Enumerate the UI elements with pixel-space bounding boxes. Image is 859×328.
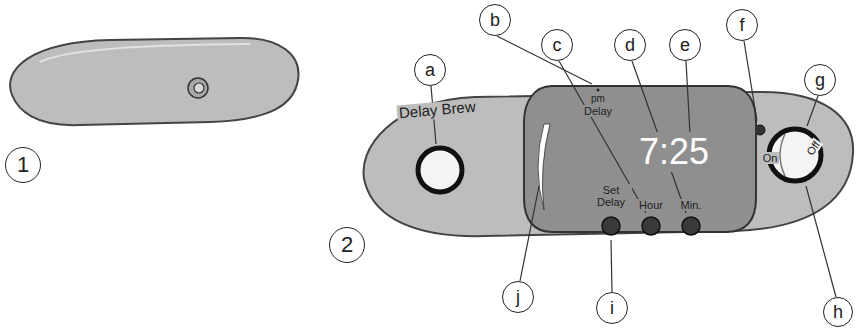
leader-line — [744, 41, 757, 121]
callout-letter: h — [833, 303, 843, 321]
display-text: pm — [589, 93, 607, 104]
switch-label: On — [761, 152, 780, 164]
callout-circle: h — [823, 297, 853, 327]
callout-letter: b — [490, 11, 500, 29]
figure-number: 2 — [341, 234, 353, 256]
callout-letter: g — [815, 71, 825, 89]
callout-letter: f — [739, 16, 744, 34]
delay-brew-button — [418, 148, 462, 192]
callout-letter: i — [610, 299, 614, 317]
callout-circle: e — [669, 29, 701, 61]
display-text: Delay — [582, 105, 614, 117]
leader-line — [807, 96, 818, 126]
callout-circle: c — [541, 29, 573, 61]
leader-line — [632, 61, 686, 213]
leader-line — [431, 86, 436, 144]
display-button — [602, 217, 620, 235]
callout-letter: d — [625, 36, 635, 54]
callout-letter: a — [425, 61, 435, 79]
button-label: Hour — [637, 199, 665, 211]
display-button — [642, 217, 660, 235]
display-outline — [524, 86, 756, 232]
display-panel: pmDelay 7:25Set DelayHour Min. — [522, 82, 758, 238]
leader-line — [559, 61, 646, 213]
callout-circle: 1 — [5, 147, 41, 183]
callout-circle: d — [614, 29, 646, 61]
figure-number: 1 — [17, 154, 29, 176]
callout-circle: f — [726, 9, 758, 41]
leader-line — [611, 240, 612, 292]
callout-circle: i — [596, 292, 628, 324]
callout-letter: c — [553, 36, 562, 54]
display-button — [682, 217, 700, 235]
callout-circle: b — [479, 4, 511, 36]
callout-letter: e — [680, 36, 690, 54]
control-panel: Delay BrewOnOffpmDelay7:25Set DelayHourM… — [355, 88, 857, 240]
panel-one-knob-center — [194, 83, 204, 93]
panel-one-highlight — [40, 44, 250, 62]
callout-circle: 2 — [329, 227, 365, 263]
clock-time: 7:25 — [637, 132, 711, 172]
callout-circle: g — [804, 64, 836, 96]
button-label: Min. — [679, 199, 704, 211]
panel-one-outline — [10, 38, 298, 125]
display-highlight — [538, 124, 550, 210]
leader-line — [806, 186, 836, 297]
leader-line — [520, 186, 539, 281]
switch-rocker — [780, 134, 785, 176]
panel-one-knob — [188, 78, 208, 98]
callout-circle: a — [414, 54, 446, 86]
panel-one-illustration — [0, 0, 320, 140]
callout-circle: j — [502, 281, 534, 313]
leader-line — [686, 61, 690, 134]
button-label: Set Delay — [590, 184, 632, 208]
callout-letter: j — [516, 288, 520, 306]
pm-dot — [597, 89, 600, 92]
